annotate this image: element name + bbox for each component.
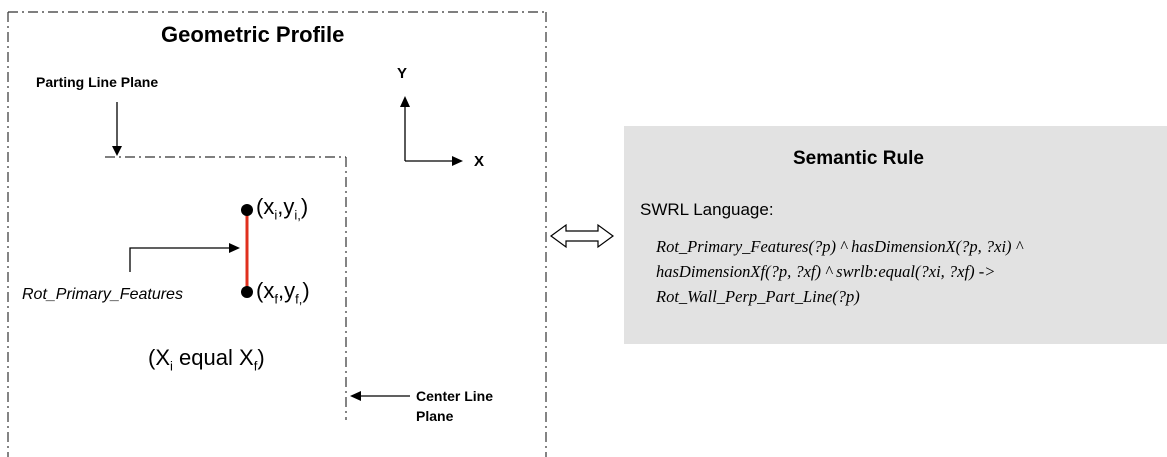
feature-pointer-arrow xyxy=(129,243,240,272)
geometric-profile-title: Geometric Profile xyxy=(161,22,345,47)
axis-y-arrow xyxy=(400,96,410,161)
initial-y-subscript: i, xyxy=(294,207,301,223)
condition-label: (Xi equal Xf) xyxy=(148,345,265,374)
final-y-subscript: f, xyxy=(295,291,303,307)
rule-line-3: Rot_Wall_Perp_Part_Line(?p) xyxy=(656,287,860,306)
final-y: y xyxy=(284,278,296,303)
swrl-rule-text: Rot_Primary_Features(?p) ^ hasDimensionX… xyxy=(656,234,1161,309)
final-x: x xyxy=(263,278,275,303)
axis-y-label: Y xyxy=(397,65,408,82)
initial-x-subscript: i xyxy=(274,207,278,223)
initial-x: x xyxy=(263,194,275,219)
axis-x-label: X xyxy=(474,153,485,170)
final-point-marker xyxy=(241,286,253,298)
final-point-label: (xf,yf,) xyxy=(256,278,310,307)
initial-point-label: (xi,yi,) xyxy=(256,194,309,223)
rule-line-2: hasDimensionXf(?p, ?xf) ^ swrlb:equal(?x… xyxy=(656,262,996,281)
axis-x-arrow xyxy=(405,156,463,166)
equivalence-double-arrow xyxy=(549,223,615,249)
swrl-language-label: SWRL Language: xyxy=(640,200,774,219)
feature-label: Rot_Primary_Features xyxy=(22,286,183,303)
initial-point-marker xyxy=(241,204,253,216)
condition-sub-i: i xyxy=(170,358,173,374)
condition-sub-f: f xyxy=(253,358,258,374)
final-x-subscript: f xyxy=(274,291,278,307)
condition-x-final: X xyxy=(239,345,254,370)
parting-line-arrow xyxy=(112,102,122,156)
center-line-arrow xyxy=(350,391,410,401)
semantic-rule-panel xyxy=(624,126,1167,344)
initial-y: y xyxy=(283,194,295,219)
center-line-label-1: Center Line xyxy=(416,388,494,404)
semantic-rule-title: Semantic Rule xyxy=(793,148,924,169)
condition-text: equal xyxy=(179,345,233,370)
condition-x-initial: X xyxy=(155,345,171,370)
parting-line-label: Parting Line Plane xyxy=(36,74,159,90)
rule-line-1: Rot_Primary_Features(?p) ^ hasDimensionX… xyxy=(656,237,1023,256)
center-line-label-2: Plane xyxy=(416,408,454,424)
